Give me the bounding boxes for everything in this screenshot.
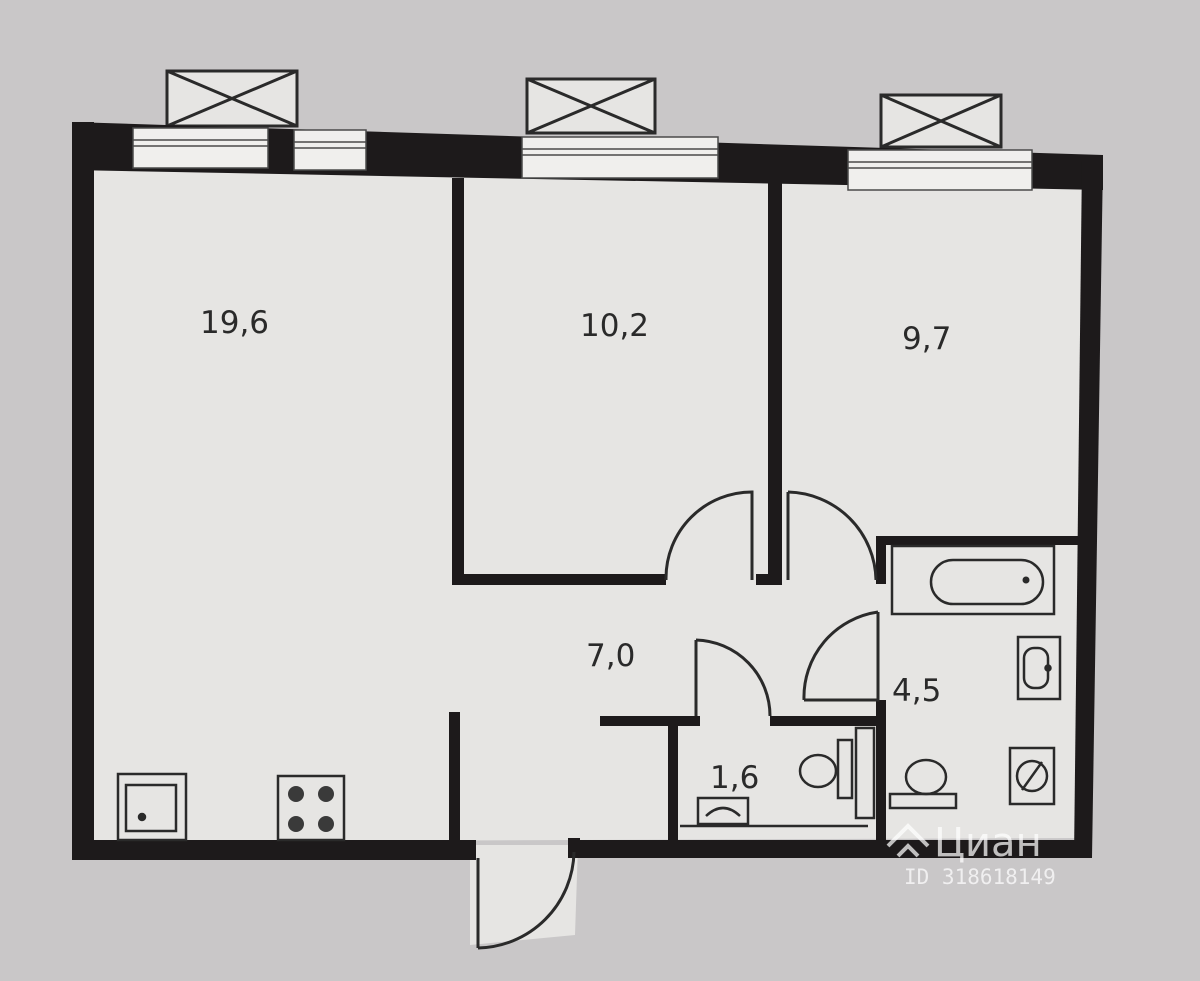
wall-kitchen-stub [449,712,460,842]
kitchen-stove [276,774,346,842]
kitchen-sink [116,772,188,842]
watermark-logo-icon [886,823,930,858]
door-entrance [476,851,576,950]
bathroom-sink [1016,635,1062,701]
watermark-brand: Циан [934,820,1042,866]
wall-toilet-top-left [600,716,700,726]
window-box-right [879,93,1003,149]
wall-bathroom-left-lower [876,700,886,842]
window-glazing-lines [133,139,1032,169]
doors [476,490,880,950]
wall-partition-living [452,178,464,584]
wall-bathroom-top [878,536,1086,545]
wall-bottom-left [72,840,470,860]
window-living-b [293,129,367,171]
floor-areas [92,170,1088,945]
door-toilet [694,638,772,717]
door-bedroom-right [786,490,878,581]
entrance-jamb-left [466,840,476,860]
window-bedroom-right [847,149,1033,191]
window-boxes [165,69,1003,149]
door-bathroom [802,610,880,702]
wall-bottom-right [578,840,1078,858]
entrance-floor [470,845,578,945]
apartment-floor [92,170,1088,842]
watermark-id: ID 318618149 [904,865,1056,889]
room-label-bedroom-right: 9,7 [902,321,951,357]
bathroom-toilet [888,758,958,810]
wall-partition-bedrooms [768,183,782,585]
room-label-bathroom: 4,5 [892,673,941,709]
wc-bowl [798,738,854,800]
wall-bedrooms-stub [756,574,782,585]
window-sills [132,127,1033,191]
door-bedroom-middle [664,490,754,580]
washing-machine [1008,746,1056,806]
window-box-left [165,69,299,128]
wall-right [1074,160,1103,858]
bathtub [890,544,1056,616]
window-living-a [132,127,269,169]
wall-toilet-top-right [770,716,880,726]
wall-bathroom-left-upper [876,536,886,584]
wall-left [72,122,94,860]
wall-bedroom-middle-bottom [452,574,666,585]
toilet-room-fixtures [680,726,876,828]
room-label-toilet: 1,6 [710,760,759,796]
room-label-hallway: 7,0 [586,638,635,674]
entrance-jamb-right [568,838,580,858]
window-bedroom-middle [521,136,719,179]
room-label-living-kitchen: 19,6 [200,305,269,341]
room-label-bedroom-middle: 10,2 [580,308,649,344]
wc-cistern [854,726,876,820]
watermark: Циан ID 318618149 [886,820,1056,889]
wall-toilet-left [668,716,678,842]
wc-handbasin [696,796,750,826]
window-box-middle [525,77,657,135]
